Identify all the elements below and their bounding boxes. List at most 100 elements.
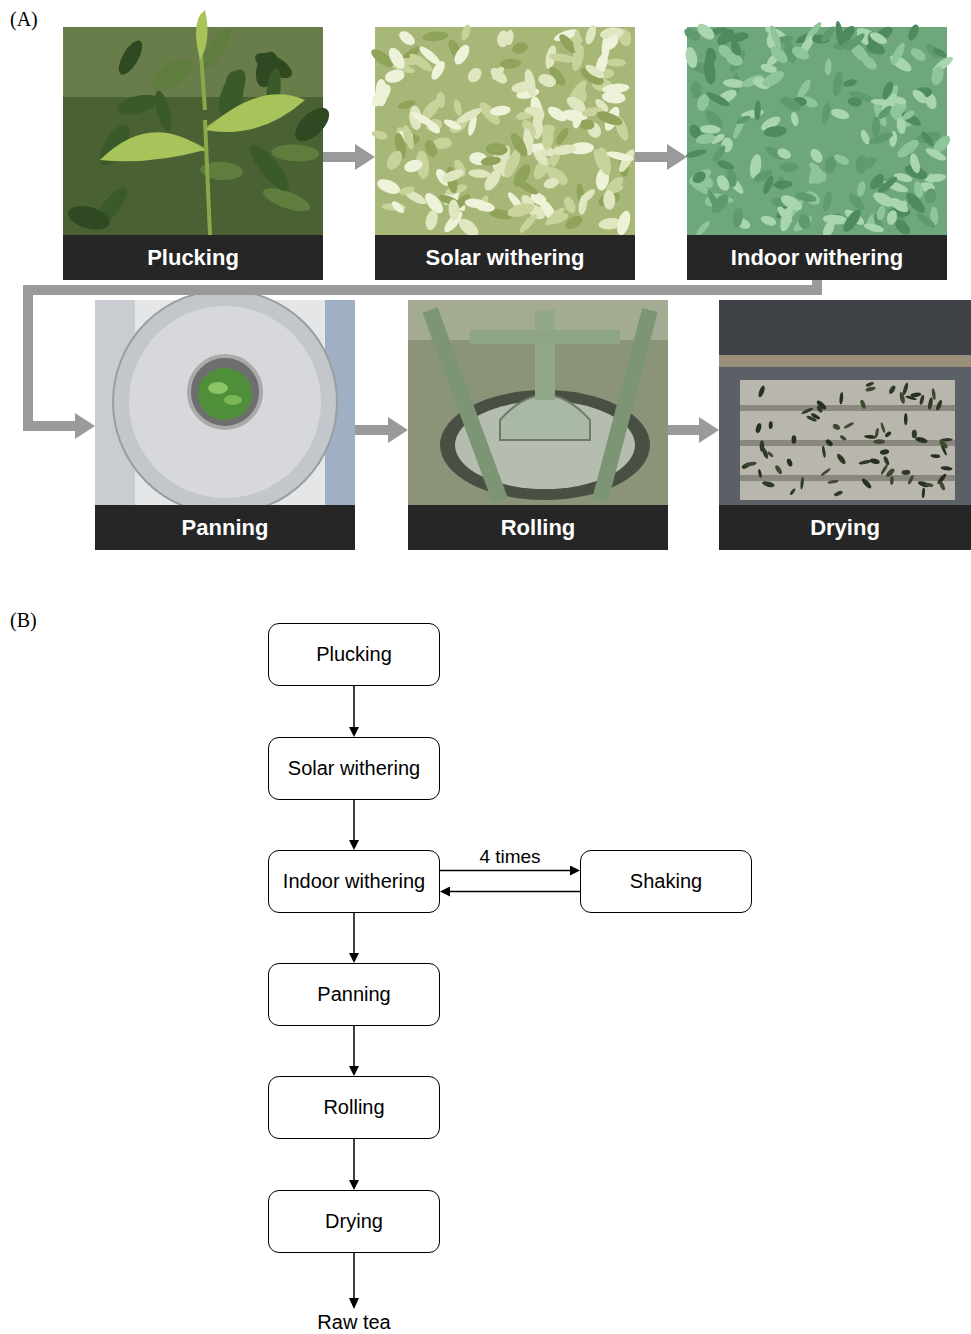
- leaf-shape: [847, 96, 863, 107]
- leaf-shape: [873, 439, 885, 444]
- leaf-shape: [546, 211, 569, 227]
- leaf-shape: [843, 421, 854, 429]
- leaf-shape: [577, 194, 589, 216]
- leaf-shape: [752, 167, 775, 185]
- leaf-shape: [690, 169, 708, 186]
- flow-arrow: [440, 870, 570, 872]
- rolling-machine-photo: [408, 300, 668, 505]
- leaf-shape: [865, 386, 876, 392]
- leaf-shape: [786, 458, 793, 467]
- leaf-shape: [858, 459, 871, 465]
- step-label: Plucking: [147, 245, 239, 271]
- leaf-shape: [840, 207, 864, 234]
- leaf-shape: [844, 31, 867, 53]
- leaf-shape: [564, 94, 588, 115]
- leaf-shape: [597, 189, 622, 209]
- leaf-shape: [763, 125, 787, 138]
- leaf-shape: [606, 59, 627, 67]
- leaf-shape: [821, 445, 826, 458]
- label-bar: Rolling: [408, 505, 668, 550]
- leaf-shape: [776, 146, 793, 160]
- leaf-shape: [821, 191, 833, 213]
- leaf-shape: [371, 129, 389, 141]
- leaf-shape: [930, 454, 940, 459]
- photo-panel: Indoor withering: [687, 27, 947, 280]
- flow-arrow: [353, 800, 355, 840]
- leaf-shape: [709, 191, 732, 215]
- leaf-shape: [424, 209, 440, 231]
- leaf-shape: [889, 41, 908, 66]
- leaf-shape: [595, 146, 613, 177]
- leaf-shape: [401, 124, 416, 151]
- solar-withering-photo: [368, 23, 637, 240]
- leaf-shape: [455, 105, 483, 126]
- leaf-shape: [511, 41, 529, 56]
- step-arrow: [635, 152, 667, 162]
- leaf-shape: [384, 148, 405, 172]
- leaf-shape: [614, 209, 632, 236]
- leaf-shape: [885, 467, 896, 478]
- leaf-shape: [423, 138, 440, 159]
- leaf-shape: [464, 198, 486, 210]
- leaf-shape: [375, 176, 402, 197]
- process-box: Indoor withering: [268, 850, 440, 913]
- photo-panel: Rolling: [408, 300, 668, 550]
- leaf-shape: [883, 456, 891, 466]
- leaf-shape: [114, 37, 147, 78]
- leaf-shape: [694, 21, 717, 43]
- leaf-shape: [819, 24, 837, 44]
- output-label: Raw tea: [317, 1311, 390, 1334]
- process-box: Plucking: [268, 623, 440, 686]
- leaf-shape: [872, 116, 881, 136]
- leaf-shape: [409, 110, 437, 130]
- leaf-shape: [824, 58, 832, 76]
- leaf-shape: [778, 94, 803, 114]
- leaf-shape: [935, 399, 943, 411]
- tea-leaf: [100, 10, 305, 161]
- leaf-shape: [839, 435, 847, 442]
- leaf-shape: [760, 214, 778, 228]
- leaf-shape: [919, 395, 925, 406]
- leaf-shape: [832, 152, 850, 166]
- leaf-shape: [468, 168, 490, 178]
- leaf-shape: [480, 155, 501, 166]
- label-bar: Indoor withering: [687, 235, 947, 280]
- leaf-shape: [827, 479, 839, 484]
- panel-letter: (A): [10, 8, 38, 31]
- leaf-shape: [931, 388, 936, 400]
- leaf-shape: [833, 490, 843, 497]
- step-label: Solar withering: [426, 245, 585, 271]
- leaf-shape: [729, 40, 743, 57]
- output-arrow: [353, 1253, 355, 1300]
- leaf-shape: [561, 195, 578, 215]
- leaf-shape: [542, 176, 560, 190]
- leaf-shape: [865, 381, 874, 387]
- leaf-shape: [703, 59, 717, 85]
- leaf-shape: [714, 173, 732, 193]
- leaf-shape: [815, 399, 827, 411]
- leaf-shape: [685, 148, 707, 160]
- leaf-shape: [808, 147, 825, 165]
- label-bar: Panning: [95, 505, 355, 550]
- leaf-shape: [915, 436, 929, 444]
- leaf-shape: [489, 105, 511, 117]
- leaf-shape: [384, 68, 407, 85]
- leaf-shape: [924, 146, 948, 163]
- leaf-shape: [790, 44, 812, 63]
- leaf-shape: [245, 140, 295, 196]
- leaf-shape: [800, 477, 805, 490]
- photo-panel: Plucking: [63, 27, 323, 280]
- leaf-shape: [422, 30, 449, 42]
- flow-arrow: [450, 891, 580, 893]
- leaf-shape: [832, 71, 844, 97]
- leaf-shape: [835, 453, 847, 466]
- leaf-shape: [684, 46, 700, 69]
- process-box: Rolling: [268, 1076, 440, 1139]
- step-text: Plucking: [316, 643, 392, 666]
- flow-arrow: [353, 1139, 355, 1180]
- leaf-shape: [846, 191, 866, 213]
- step-label: Rolling: [501, 515, 576, 541]
- leaf-shape: [603, 32, 621, 52]
